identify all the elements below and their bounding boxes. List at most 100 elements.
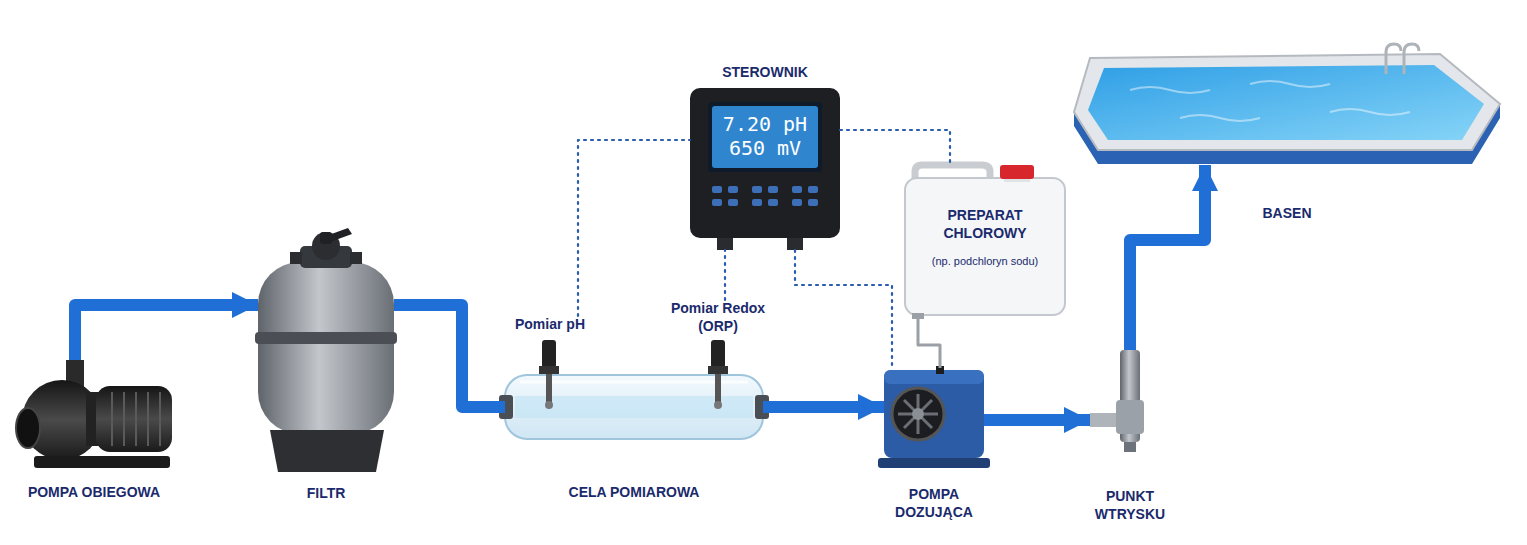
- controller-part-part: [728, 199, 738, 206]
- component-label: POMPA DOZUJĄCA: [874, 486, 994, 521]
- controller-part-part: [712, 199, 722, 206]
- circulation-pump: POMPA OBIEGOWA: [14, 360, 174, 470]
- pool-part-part: [1130, 87, 1210, 93]
- controller-part: [712, 186, 818, 206]
- component-text: 7.20 pH: [712, 112, 818, 136]
- measuring-cell: CELA POMIAROWA: [505, 372, 763, 442]
- sand-filter-part: [326, 228, 352, 242]
- chlorine-canister: [905, 165, 1065, 319]
- filter: FILTR: [258, 232, 394, 472]
- dosing-pump: [878, 366, 990, 468]
- signal-line: [578, 140, 690, 316]
- signal-line: [840, 130, 950, 165]
- dosing-pump-part: [892, 388, 944, 440]
- component-label: Pomiar pH: [508, 316, 592, 334]
- controller: [690, 88, 840, 250]
- sand-filter-part: [290, 252, 302, 264]
- sand-filter: [255, 228, 397, 472]
- component-label: PUNKT WTRYSKU: [1070, 488, 1190, 523]
- water-pipe: [984, 414, 1090, 426]
- component-label: Pomiar Redox (ORP): [666, 300, 770, 335]
- controller: STEROWNIK7.20 pH650 mV: [690, 88, 840, 250]
- redox-probe-part: [708, 366, 728, 374]
- signal-line: [795, 250, 892, 368]
- controller-part-part: [792, 186, 802, 193]
- dosing-pump-part: [878, 458, 990, 468]
- water-pipe: [394, 305, 505, 407]
- measuring-cell-part: [520, 381, 748, 384]
- sand-filter-part: [258, 262, 394, 434]
- controller-part-part: [768, 186, 778, 193]
- injection-point: [1090, 350, 1144, 452]
- ph-probe-part: [542, 340, 556, 368]
- circulation-pump-part: [16, 408, 40, 448]
- component-text: (np. podchloryn sodu): [909, 255, 1061, 269]
- circulation-pump-part-part: [111, 392, 113, 446]
- injection-point: PUNKT WTRYSKU: [1090, 350, 1170, 445]
- dosing-pump-part: [884, 370, 984, 384]
- circulation-pump-part: [96, 386, 172, 452]
- pool-part: [1404, 44, 1419, 74]
- sand-filter-part: [270, 430, 384, 472]
- component-label: BASEN: [1072, 205, 1502, 223]
- measuring-cell: [499, 375, 769, 439]
- pool-part-part: [1330, 109, 1410, 115]
- controller-part: [787, 238, 803, 250]
- dosing-tube: [918, 315, 940, 368]
- dosing-pump-part: [884, 370, 984, 458]
- ph-probe-part: [539, 366, 559, 374]
- controller-part: [712, 106, 818, 168]
- ph-probe: [539, 340, 559, 409]
- circulation-pump-part-part: [159, 392, 161, 446]
- ph-probe-part: [546, 374, 552, 404]
- controller-part-part: [752, 199, 762, 206]
- ph-probe-part: [545, 401, 553, 409]
- redox-probe: [708, 340, 728, 409]
- chlorine-canister-part: [1000, 165, 1034, 179]
- controller-part-part: [752, 186, 762, 193]
- component-label: POMPA OBIEGOWA: [4, 484, 184, 502]
- controller-part-part: [808, 199, 818, 206]
- pool-part-part: [1250, 81, 1330, 87]
- signal-line: [724, 250, 726, 300]
- redox-probe-part: [711, 340, 725, 368]
- dosing-pump: POMPA DOZUJĄCA: [884, 368, 984, 468]
- pool: BASEN: [1072, 45, 1502, 165]
- sand-filter-part: [350, 252, 362, 264]
- controller-part: [717, 238, 733, 250]
- pool-part: [1386, 44, 1401, 74]
- pool-part: [1130, 81, 1410, 121]
- component-label: FILTR: [258, 485, 394, 503]
- controller-part-part: [712, 186, 722, 193]
- dosing-pump-part-part: [904, 400, 932, 428]
- water-pipe: [75, 305, 258, 360]
- controller-part: [690, 88, 840, 238]
- circulation-pump-part-part: [147, 392, 149, 446]
- redox-probe-part: [715, 374, 721, 404]
- component-label: PREPARAT CHLOROWY: [925, 207, 1045, 242]
- ph-sensor: Pomiar pH: [508, 316, 592, 406]
- measuring-cell-part: [505, 375, 763, 439]
- water-pipe: [763, 401, 884, 413]
- sand-filter-part: [255, 332, 397, 344]
- controller-part: [708, 102, 822, 172]
- controller-part-part: [768, 199, 778, 206]
- component-label: CELA POMIAROWA: [505, 484, 763, 502]
- controller-part-part: [808, 186, 818, 193]
- component-text: 650 mV: [712, 136, 818, 160]
- chlorine-canister-part: [905, 178, 1065, 315]
- injection-point-part: [1124, 442, 1136, 452]
- controller-part-part: [728, 186, 738, 193]
- dosing-pump-part: [912, 408, 924, 420]
- circulation-pump-part: [112, 392, 160, 446]
- component-label: STEROWNIK: [690, 64, 840, 82]
- pool-part: [1074, 54, 1500, 150]
- controller-part-part: [792, 199, 802, 206]
- dosing-pump-part: [898, 394, 938, 434]
- redox-sensor: Pomiar Redox (ORP): [668, 300, 768, 406]
- water-pipe: [1130, 165, 1205, 350]
